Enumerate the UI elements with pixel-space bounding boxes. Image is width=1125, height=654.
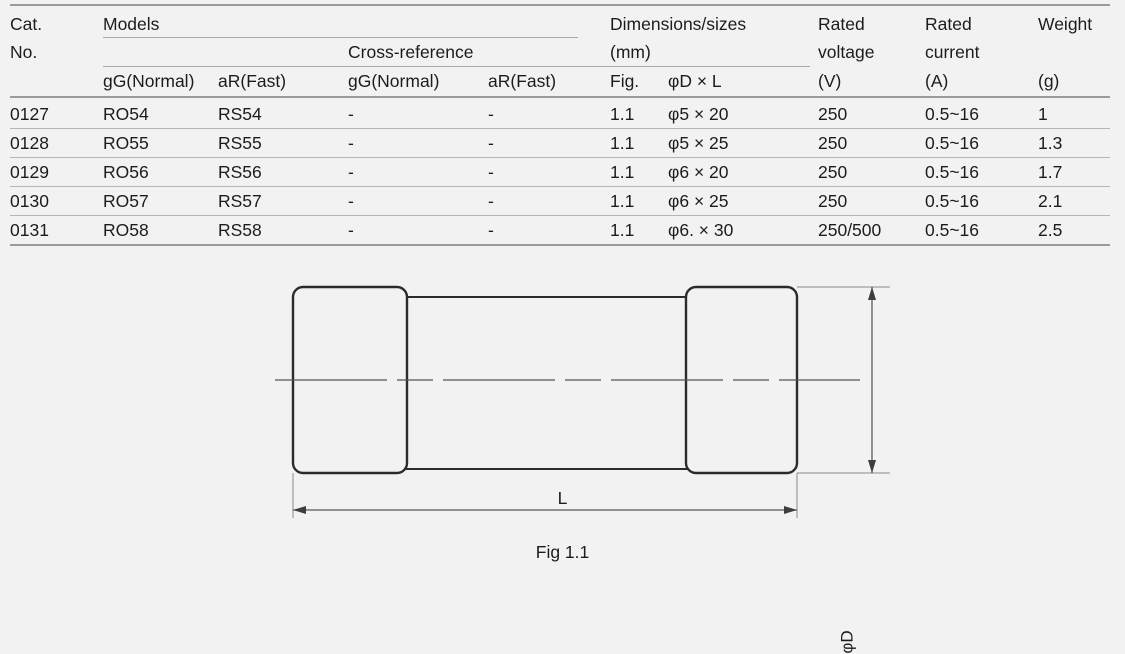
cell-models-gg: RO58 (103, 220, 149, 240)
cell-xref-ar: - (488, 104, 494, 124)
cell-xref-gg: - (348, 104, 354, 124)
phid-dimension-label: φD (837, 630, 857, 654)
cell-size: φ6. × 30 (668, 220, 734, 240)
cell-voltage: 250 (818, 133, 848, 153)
cell-size: φ5 × 25 (668, 133, 729, 153)
cell-current: 0.5~16 (925, 220, 980, 240)
cell-fig: 1.1 (610, 133, 635, 153)
models-group-rule (103, 37, 578, 38)
cell-cat-no: 0127 (10, 104, 49, 124)
fuse-drawing-svg (275, 285, 890, 518)
cell-xref-gg: - (348, 162, 354, 182)
header-cat-line1: Cat. (10, 14, 43, 34)
cell-xref-gg: - (348, 191, 354, 211)
phid-arrow-top-icon (868, 287, 876, 300)
header-weight-line1: Weight (1038, 14, 1093, 34)
l-arrow-right-icon (784, 506, 797, 514)
header-rated-current-line1: Rated (925, 14, 972, 34)
cell-xref-ar: - (488, 133, 494, 153)
phid-arrow-bottom-icon (868, 460, 876, 473)
fuse-dimension-drawing: φD L Fig 1.1 (0, 270, 1125, 654)
header-xref-ar: aR(Fast) (488, 71, 557, 91)
cell-cat-no: 0128 (10, 133, 49, 153)
cell-xref-gg: - (348, 133, 354, 153)
header-phid-x-l: φD × L (668, 71, 722, 91)
header-rated-voltage-unit: (V) (818, 71, 842, 91)
cell-xref-ar: - (488, 220, 494, 240)
header-models-group: Models (103, 14, 160, 34)
header-rated-voltage-line2: voltage (818, 42, 875, 62)
cell-voltage: 250 (818, 104, 848, 124)
cell-current: 0.5~16 (925, 191, 980, 211)
cell-models-gg: RO57 (103, 191, 149, 211)
fuse-body-outline (401, 296, 693, 470)
cell-current: 0.5~16 (925, 162, 980, 182)
header-cat-line2: No. (10, 42, 38, 62)
cell-voltage: 250/500 (818, 220, 882, 240)
cell-models-ar: RS54 (218, 104, 262, 124)
cell-size: φ6 × 25 (668, 191, 729, 211)
cell-fig: 1.1 (610, 162, 635, 182)
dimensions-group-rule (578, 66, 810, 67)
cell-models-ar: RS57 (218, 191, 262, 211)
header-fig: Fig. (610, 71, 640, 91)
cell-fig: 1.1 (610, 104, 635, 124)
header-models-ar: aR(Fast) (218, 71, 287, 91)
cell-models-gg: RO56 (103, 162, 149, 182)
row-separator (10, 186, 1110, 187)
row-separator (10, 128, 1110, 129)
cell-cat-no: 0129 (10, 162, 49, 182)
cell-models-gg: RO54 (103, 104, 149, 124)
header-rated-current-unit: (A) (925, 71, 949, 91)
cell-xref-ar: - (488, 191, 494, 211)
cell-voltage: 250 (818, 162, 848, 182)
table-top-border (10, 4, 1110, 6)
header-weight-unit: (g) (1038, 71, 1060, 91)
header-rated-current-line2: current (925, 42, 980, 62)
cell-weight: 1 (1038, 104, 1048, 124)
row-separator (10, 215, 1110, 216)
cell-weight: 1.3 (1038, 133, 1063, 153)
header-dimensions-group-line2: (mm) (610, 42, 651, 62)
cell-size: φ6 × 20 (668, 162, 729, 182)
header-cross-reference-group: Cross-reference (348, 42, 474, 62)
figure-caption: Fig 1.1 (535, 542, 590, 562)
cell-models-ar: RS56 (218, 162, 262, 182)
cell-weight: 2.5 (1038, 220, 1063, 240)
cell-xref-gg: - (348, 220, 354, 240)
cell-weight: 2.1 (1038, 191, 1063, 211)
cell-size: φ5 × 20 (668, 104, 729, 124)
header-bottom-border (10, 96, 1110, 98)
cell-current: 0.5~16 (925, 104, 980, 124)
row-separator (10, 157, 1110, 158)
cell-cat-no: 0130 (10, 191, 49, 211)
cell-models-ar: RS58 (218, 220, 262, 240)
cell-xref-ar: - (488, 162, 494, 182)
cross-reference-group-rule (103, 66, 578, 67)
cell-fig: 1.1 (610, 191, 635, 211)
cell-cat-no: 0131 (10, 220, 49, 240)
cell-models-ar: RS55 (218, 133, 262, 153)
header-xref-gg: gG(Normal) (348, 71, 440, 91)
table-bottom-border (10, 244, 1110, 246)
cell-current: 0.5~16 (925, 133, 980, 153)
l-arrow-left-icon (293, 506, 306, 514)
cell-weight: 1.7 (1038, 162, 1063, 182)
cell-models-gg: RO55 (103, 133, 149, 153)
cell-fig: 1.1 (610, 220, 635, 240)
header-models-gg: gG(Normal) (103, 71, 195, 91)
l-dimension-label: L (557, 488, 568, 508)
header-dimensions-group-line1: Dimensions/sizes (610, 14, 747, 34)
header-rated-voltage-line1: Rated (818, 14, 865, 34)
cell-voltage: 250 (818, 191, 848, 211)
